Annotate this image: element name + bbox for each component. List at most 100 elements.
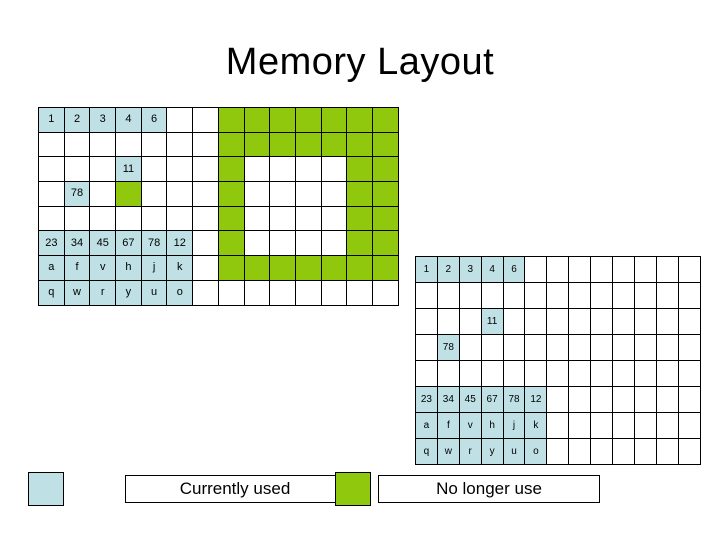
memory-cell-after[interactable] <box>655 412 679 439</box>
memory-cell-after[interactable] <box>612 386 635 413</box>
memory-cell-before[interactable] <box>320 181 348 207</box>
memory-cell-before[interactable] <box>140 181 168 207</box>
memory-cell-after[interactable] <box>633 282 657 309</box>
memory-cell-after[interactable]: f <box>436 412 460 439</box>
memory-cell-after[interactable]: 45 <box>458 386 482 413</box>
memory-cell-before[interactable] <box>294 230 322 257</box>
memory-cell-after[interactable] <box>546 386 570 413</box>
memory-cell-after[interactable] <box>590 412 614 439</box>
memory-cell-after[interactable] <box>480 282 504 309</box>
memory-cell-before[interactable]: 1 <box>38 107 65 133</box>
memory-cell-after[interactable] <box>590 438 614 465</box>
memory-cell-after[interactable] <box>415 282 438 309</box>
memory-cell-after[interactable] <box>677 412 701 439</box>
memory-cell-before[interactable] <box>89 131 117 158</box>
memory-cell-after[interactable] <box>524 308 548 335</box>
memory-cell-after[interactable] <box>546 282 570 309</box>
memory-cell-after[interactable] <box>480 334 504 361</box>
memory-cell-before[interactable] <box>166 107 194 133</box>
memory-cell-before[interactable]: f <box>63 255 91 281</box>
memory-cell-after[interactable]: 3 <box>458 256 482 283</box>
memory-cell-before[interactable] <box>371 255 399 281</box>
memory-cell-after[interactable] <box>677 386 701 413</box>
memory-cell-before[interactable] <box>89 156 117 183</box>
memory-cell-after[interactable]: u <box>502 438 526 465</box>
memory-cell-after[interactable] <box>436 360 460 387</box>
memory-cell-before[interactable] <box>217 181 245 207</box>
memory-cell-before[interactable] <box>346 205 373 232</box>
memory-cell-after[interactable] <box>590 334 614 361</box>
memory-cell-after[interactable] <box>633 334 657 361</box>
memory-cell-after[interactable] <box>502 308 526 335</box>
memory-cell-before[interactable] <box>346 255 373 281</box>
memory-cell-after[interactable] <box>568 334 592 361</box>
memory-cell-after[interactable]: 23 <box>415 386 438 413</box>
memory-cell-before[interactable] <box>243 279 271 306</box>
memory-cell-before[interactable]: 78 <box>63 181 91 207</box>
memory-cell-after[interactable] <box>415 360 438 387</box>
memory-cell-before[interactable] <box>192 230 219 257</box>
memory-cell-before[interactable] <box>192 255 219 281</box>
memory-cell-after[interactable]: q <box>415 438 438 465</box>
memory-cell-after[interactable] <box>524 360 548 387</box>
memory-cell-before[interactable] <box>192 181 219 207</box>
memory-cell-after[interactable]: 4 <box>480 256 504 283</box>
memory-cell-before[interactable] <box>269 205 296 232</box>
memory-cell-after[interactable] <box>568 386 592 413</box>
memory-cell-before[interactable] <box>294 255 322 281</box>
memory-cell-before[interactable]: 78 <box>140 230 168 257</box>
memory-cell-after[interactable]: 1 <box>415 256 438 283</box>
memory-cell-after[interactable] <box>568 282 592 309</box>
memory-cell-before[interactable] <box>192 131 219 158</box>
memory-cell-after[interactable] <box>568 360 592 387</box>
memory-cell-before[interactable] <box>38 205 65 232</box>
memory-cell-after[interactable] <box>458 334 482 361</box>
memory-cell-before[interactable] <box>346 156 373 183</box>
memory-cell-before[interactable] <box>294 131 322 158</box>
memory-cell-before[interactable] <box>371 131 399 158</box>
memory-cell-after[interactable] <box>480 360 504 387</box>
memory-cell-after[interactable] <box>546 438 570 465</box>
memory-cell-before[interactable] <box>192 107 219 133</box>
memory-cell-before[interactable] <box>243 230 271 257</box>
memory-cell-after[interactable]: y <box>480 438 504 465</box>
memory-cell-after[interactable] <box>655 334 679 361</box>
memory-cell-after[interactable] <box>415 334 438 361</box>
memory-cell-before[interactable] <box>166 181 194 207</box>
memory-cell-before[interactable]: y <box>115 279 142 306</box>
memory-cell-after[interactable] <box>458 282 482 309</box>
memory-cell-after[interactable]: j <box>502 412 526 439</box>
memory-cell-after[interactable] <box>612 360 635 387</box>
memory-cell-before[interactable] <box>294 181 322 207</box>
memory-cell-after[interactable] <box>677 308 701 335</box>
memory-cell-before[interactable] <box>140 156 168 183</box>
memory-cell-after[interactable] <box>436 308 460 335</box>
memory-cell-before[interactable]: w <box>63 279 91 306</box>
memory-cell-before[interactable] <box>320 279 348 306</box>
memory-cell-after[interactable] <box>436 282 460 309</box>
memory-cell-after[interactable]: h <box>480 412 504 439</box>
memory-cell-before[interactable] <box>269 107 296 133</box>
memory-cell-before[interactable] <box>346 181 373 207</box>
memory-cell-after[interactable] <box>655 438 679 465</box>
memory-cell-after[interactable] <box>655 282 679 309</box>
memory-cell-before[interactable]: 12 <box>166 230 194 257</box>
memory-cell-after[interactable]: a <box>415 412 438 439</box>
memory-cell-after[interactable] <box>677 282 701 309</box>
memory-cell-after[interactable]: 11 <box>480 308 504 335</box>
memory-cell-before[interactable] <box>371 156 399 183</box>
memory-cell-before[interactable] <box>166 156 194 183</box>
memory-cell-after[interactable] <box>502 282 526 309</box>
memory-cell-after[interactable] <box>546 256 570 283</box>
memory-cell-before[interactable] <box>192 279 219 306</box>
memory-cell-after[interactable] <box>502 334 526 361</box>
memory-cell-after[interactable] <box>502 360 526 387</box>
memory-cell-before[interactable]: q <box>38 279 65 306</box>
memory-cell-after[interactable] <box>590 360 614 387</box>
memory-cell-before[interactable] <box>346 279 373 306</box>
memory-cell-after[interactable] <box>568 256 592 283</box>
memory-cell-after[interactable] <box>524 334 548 361</box>
memory-cell-after[interactable] <box>612 334 635 361</box>
